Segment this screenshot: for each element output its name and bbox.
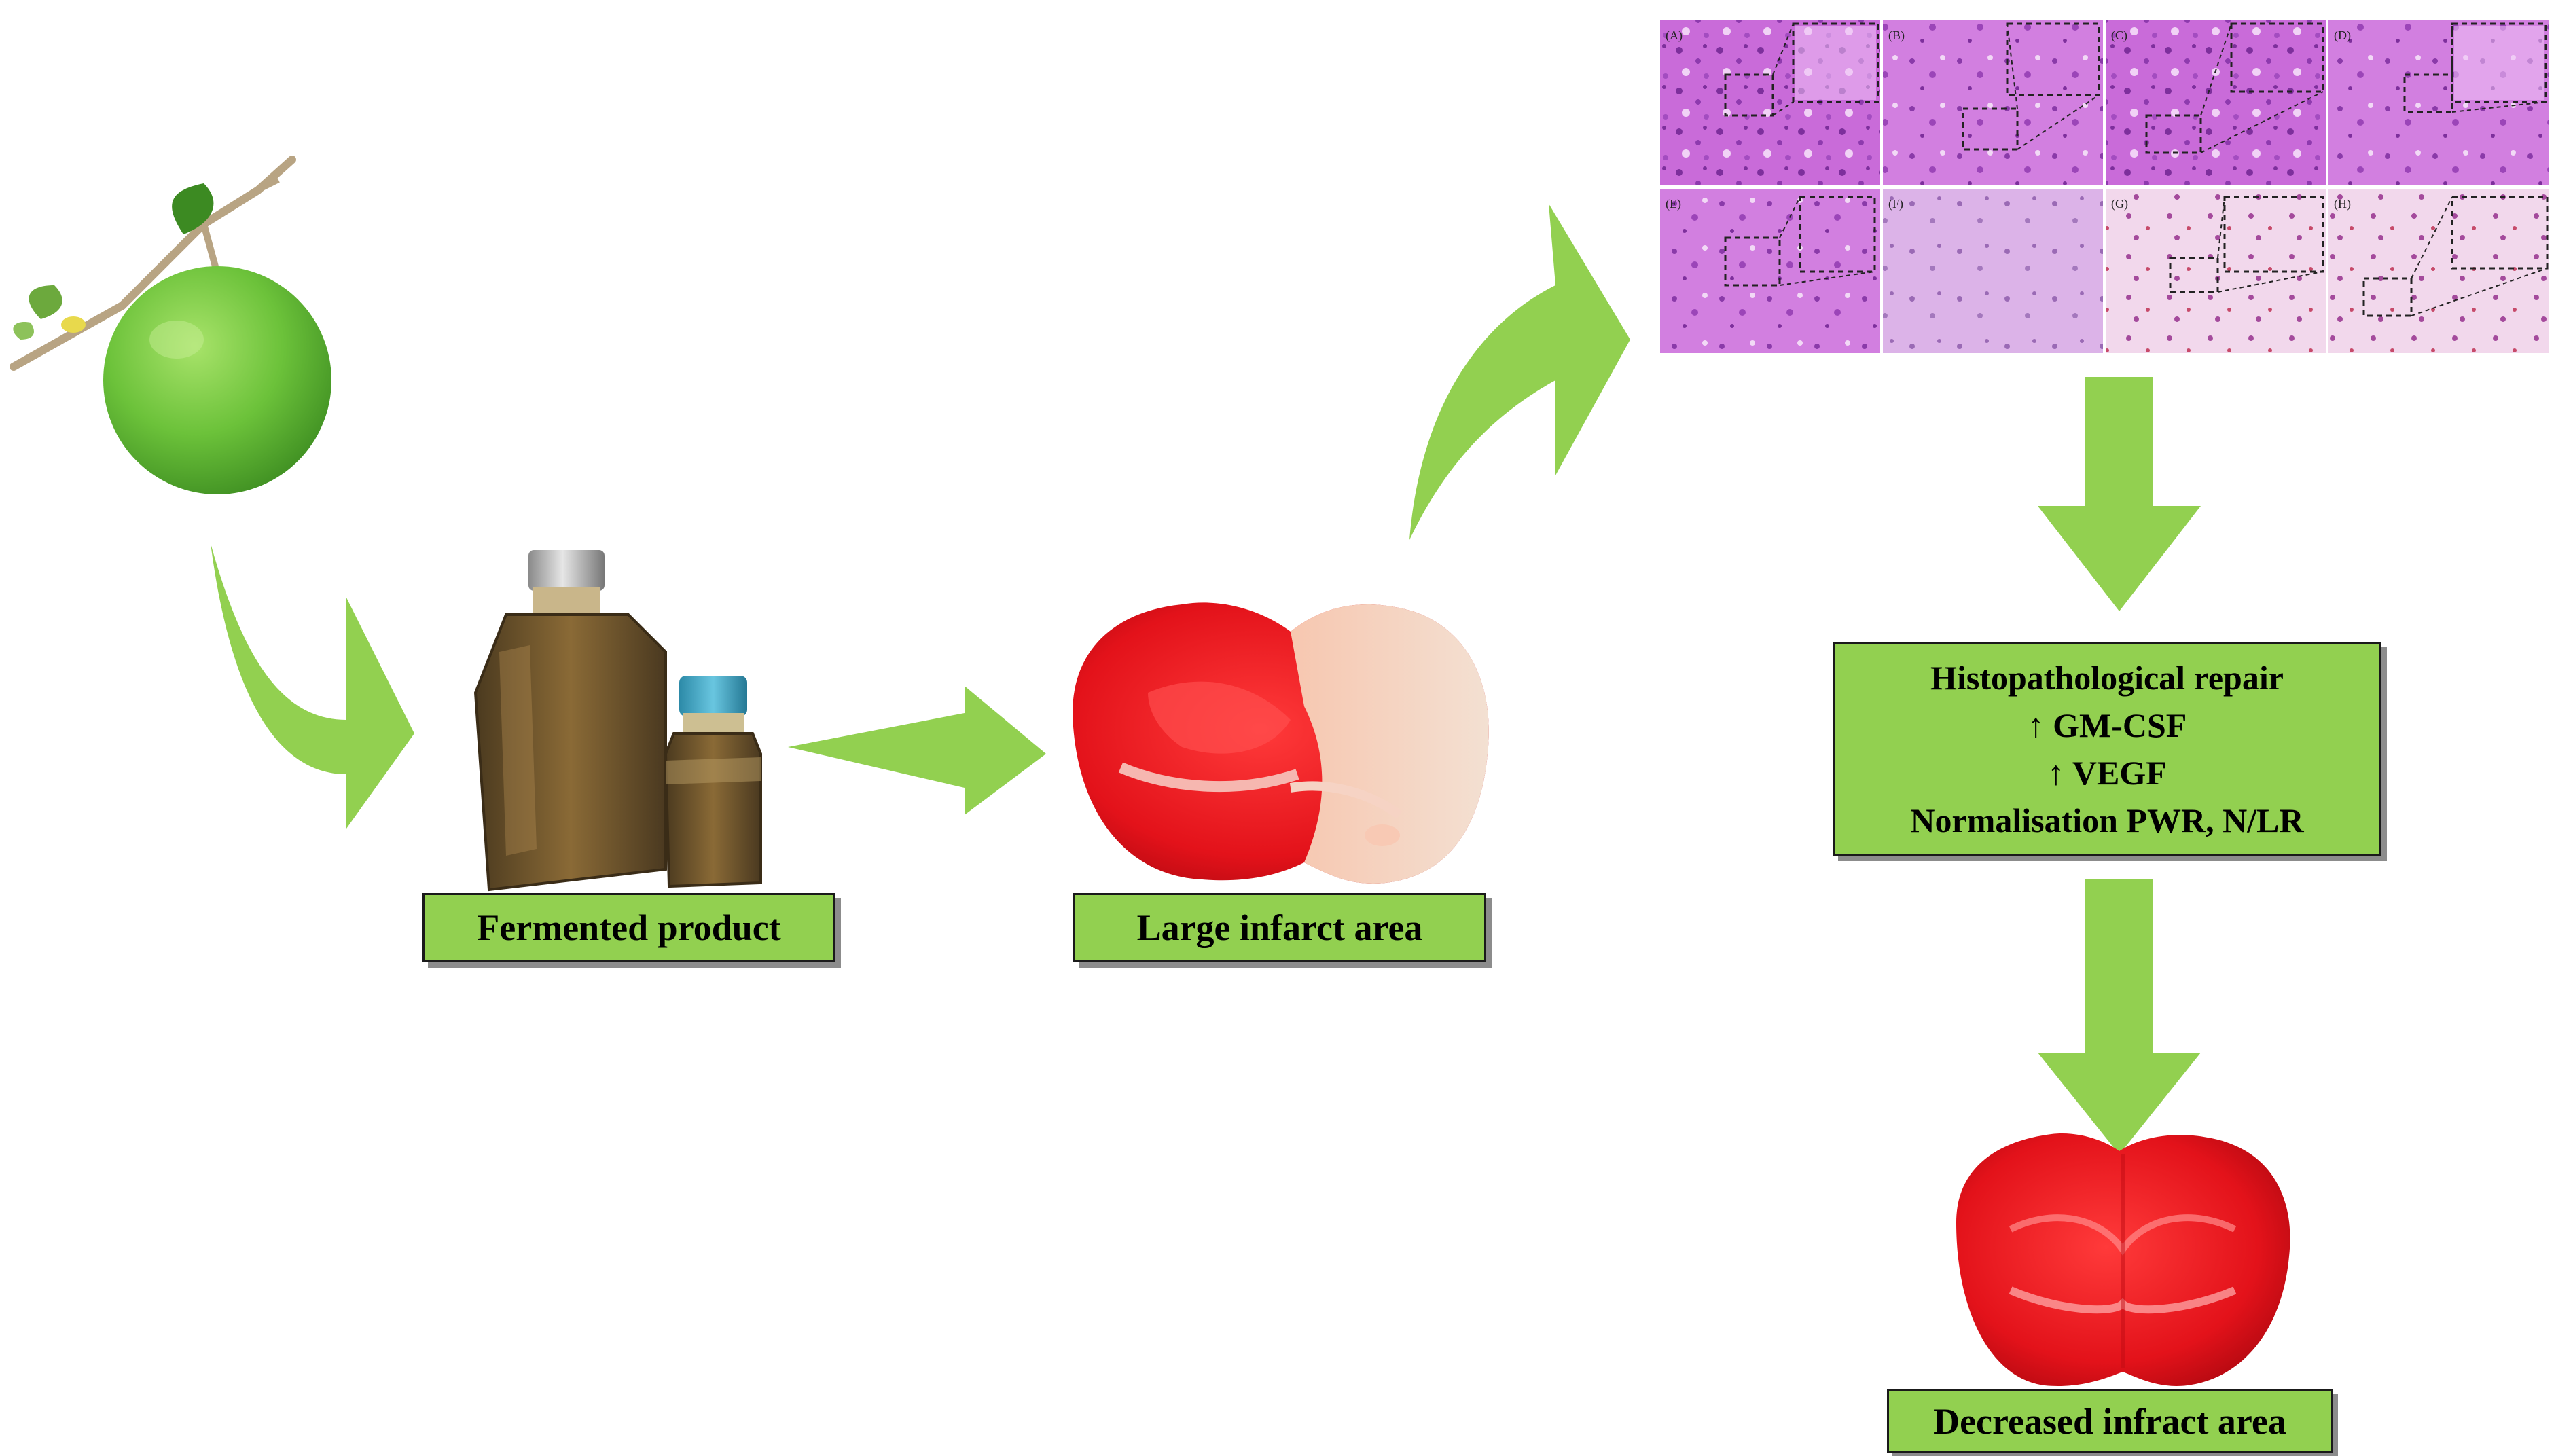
- lime-fruit-icon: [10, 156, 331, 494]
- panel-label-d: (D): [2334, 29, 2351, 43]
- fermented-bottles-icon: [473, 550, 762, 892]
- panel-label-f: (F): [1888, 197, 1903, 211]
- decreased-infarct-label: Decreased infract area: [1887, 1389, 2333, 1453]
- brain-slice-large-infarct: [1073, 602, 1489, 884]
- effect-normalisation: Normalisation PWR, N/LR: [1910, 801, 2304, 839]
- panel-label-g: (G): [2111, 197, 2128, 211]
- panel-label-a: (A): [1666, 29, 1683, 43]
- effect-histopathological-repair: Histopathological repair: [1930, 658, 2284, 697]
- arrow-effects-to-decreased: [2038, 879, 2201, 1154]
- arrow-histology-to-effects: [2038, 377, 2201, 611]
- panel-label-c: (C): [2111, 29, 2127, 43]
- large-infarct-label: Large infarct area: [1073, 893, 1486, 962]
- panel-label-b: (B): [1888, 29, 1905, 43]
- panel-label-h: (H): [2334, 197, 2351, 211]
- fermented-product-label: Fermented product: [422, 893, 835, 962]
- effect-gm-csf: ↑ GM-CSF: [2027, 706, 2187, 744]
- effect-vegf: ↑ VEGF: [2047, 753, 2167, 792]
- arrow-lime-to-product: [211, 543, 414, 829]
- panel-label-e: (E): [1666, 197, 1681, 211]
- effects-box: Histopathological repair ↑ GM-CSF ↑ VEGF…: [1833, 642, 2381, 856]
- histology-grid-icon: (A) (B) (C) (D) (E) (F) (G) (H): [1657, 17, 2553, 357]
- brain-slice-decreased-infarct: [1956, 1133, 2290, 1386]
- arrow-infarct-to-histology: [1409, 204, 1630, 540]
- arrow-product-to-infarct: [788, 686, 1046, 815]
